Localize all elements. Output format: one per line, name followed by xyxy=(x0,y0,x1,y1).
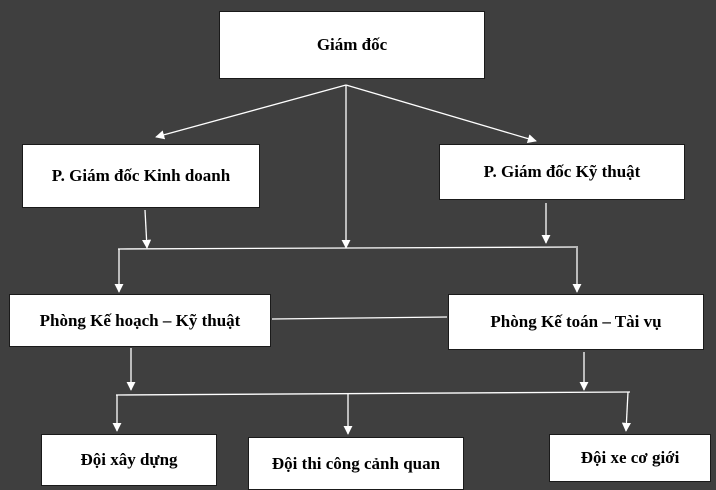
label-accounting-finance-dept: Phòng Kế toán – Tài vụ xyxy=(490,312,662,331)
connector-director-to-vp-business xyxy=(155,84,347,140)
label-deputy-director-technical: P. Giám đốc Kỹ thuật xyxy=(483,162,641,181)
box-planning-technical-dept: Phòng Kế hoạch – Kỹ thuật xyxy=(9,294,271,347)
label-construction-team: Đội xây dựng xyxy=(80,450,178,469)
label-vehicle-team: Đội xe cơ giới xyxy=(580,448,680,467)
label-landscape-team: Đội thi công cảnh quan xyxy=(271,453,441,473)
label-deputy-director-business: P. Giám đốc Kinh doanh xyxy=(51,166,231,185)
box-accounting-finance-dept: Phòng Kế toán – Tài vụ xyxy=(448,294,704,350)
connector-vp-business-to-bus xyxy=(142,209,152,249)
bus-upper xyxy=(117,246,579,250)
label-planning-technical-dept: Phòng Kế hoạch – Kỹ thuật xyxy=(39,310,241,330)
connector-planning-finance xyxy=(271,316,448,320)
label-director: Giám đốc xyxy=(316,35,388,54)
bus-lower xyxy=(115,391,631,396)
connector-lower-bus-to-vehicle xyxy=(621,391,631,432)
box-construction-team: Đội xây dựng xyxy=(41,434,217,486)
connector-director-to-vp-technical xyxy=(345,84,537,144)
box-deputy-director-technical: P. Giám đốc Kỹ thuật xyxy=(439,144,685,200)
box-vehicle-team: Đội xe cơ giới xyxy=(549,434,711,482)
box-landscape-team: Đội thi công cảnh quan xyxy=(248,437,464,490)
box-deputy-director-business: P. Giám đốc Kinh doanh xyxy=(22,144,260,208)
box-director: Giám đốc xyxy=(219,11,485,79)
